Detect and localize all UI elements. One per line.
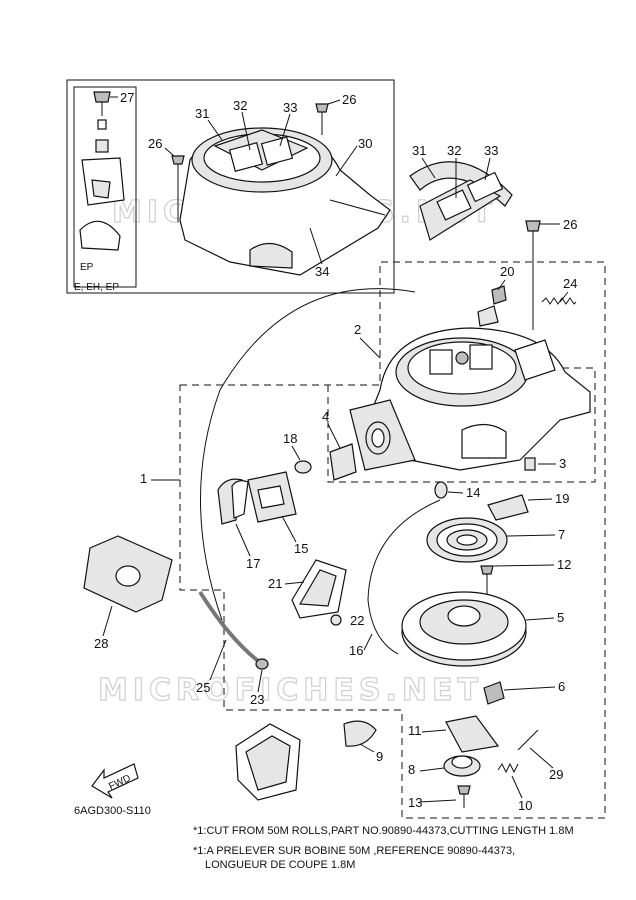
inset-decal-32 xyxy=(228,142,264,172)
spring-24 xyxy=(541,297,577,305)
lever-19 xyxy=(487,494,529,521)
callout-22: 22 xyxy=(350,613,364,628)
main-assembly-boundary xyxy=(179,261,606,819)
callout-7: 7 xyxy=(558,527,565,542)
inset-screw-26-left xyxy=(164,147,185,222)
cable-guide-4 xyxy=(329,421,391,481)
spring-10 xyxy=(497,762,519,774)
callout-33: 33 xyxy=(484,143,498,158)
callout-13: 13 xyxy=(408,795,422,810)
callout-31: 31 xyxy=(412,143,426,158)
drive-plate-9 xyxy=(445,715,500,753)
inset-models: E, EH, EP xyxy=(74,282,119,293)
screw-26 xyxy=(525,220,560,330)
inset-callout-33: 33 xyxy=(283,100,297,115)
callout-14: 14 xyxy=(466,485,480,500)
decal-31 xyxy=(409,161,513,207)
grommet-18 xyxy=(294,460,312,474)
note-english: *1:CUT FROM 50M ROLLS,PART NO.90890-4437… xyxy=(193,825,574,837)
rope-16 xyxy=(367,499,441,655)
inset-grommet xyxy=(95,139,109,153)
starter-rope-1 xyxy=(200,288,416,621)
inset-callout-34: 34 xyxy=(315,264,329,279)
callout-9: 11 xyxy=(408,723,422,738)
decal-33 xyxy=(466,171,504,203)
inset-panel: EP E, EH, EP 27 26 31 32 xyxy=(66,79,395,294)
handle-grip-15 xyxy=(247,471,297,523)
housing-subassembly-boundary xyxy=(327,367,596,483)
callout-20: 20 xyxy=(500,264,514,279)
callout-23: 23 xyxy=(250,692,264,707)
pawl-20 xyxy=(477,285,507,327)
cover-plate-28 xyxy=(83,535,173,613)
inset-bracket-plate xyxy=(91,179,111,199)
callout-32: 32 xyxy=(447,143,461,158)
starter-handle-17 xyxy=(217,478,249,525)
bracket-21 xyxy=(291,559,347,619)
figure-code: 6AGD300-S110 xyxy=(74,805,151,817)
inset-cowl-section xyxy=(79,220,121,251)
callout-3: 3 xyxy=(559,456,566,471)
inset-decal-33 xyxy=(260,136,294,166)
clamp-23 xyxy=(255,658,269,670)
callout-2: 2 xyxy=(354,322,361,337)
callout-25: 25 xyxy=(196,680,210,695)
callout-4: 4 xyxy=(322,409,329,424)
inset-screw-27 xyxy=(93,91,118,116)
decal-32 xyxy=(436,189,472,221)
inset-callout-31: 31 xyxy=(195,106,209,121)
inset-callout-32: 32 xyxy=(233,98,247,113)
callout-29: 9 xyxy=(376,749,383,764)
inset-callout-27: 27 xyxy=(120,90,134,105)
fwd-arrow-icon: FWD xyxy=(91,763,139,799)
callout-28: 28 xyxy=(94,636,108,651)
pin-11 xyxy=(517,729,539,751)
note-french-2: LONGUEUR DE COUPE 1.8M xyxy=(205,859,355,871)
retainer-8 xyxy=(443,755,481,777)
inset-sub-border xyxy=(73,86,137,288)
callout-5: 5 xyxy=(557,610,564,625)
callout-21: 21 xyxy=(268,576,282,591)
cam-29 xyxy=(343,720,377,747)
note-french-1: *1:A PRELEVER SUR BOBINE 50M ,REFERENCE … xyxy=(193,845,515,857)
callout-10: 10 xyxy=(518,798,532,813)
callout-15: 15 xyxy=(294,541,308,556)
inset-callout-26b: 26 xyxy=(342,92,356,107)
callout-1: 1 xyxy=(140,471,147,486)
inset-border xyxy=(66,79,395,294)
callout-26: 26 xyxy=(563,217,577,232)
fitting-14 xyxy=(434,481,448,499)
callout-17: 17 xyxy=(246,556,260,571)
inset-model-tag: EP xyxy=(80,262,94,273)
collar-3 xyxy=(524,457,536,471)
callout-11: 29 xyxy=(549,767,563,782)
bolt-13 xyxy=(457,785,471,808)
callout-19: 19 xyxy=(555,491,569,506)
cable-25 xyxy=(198,590,264,666)
mount-bracket xyxy=(235,723,301,801)
inset-starter-housing xyxy=(179,127,391,276)
callout-12: 12 xyxy=(557,557,571,572)
callout-24: 24 xyxy=(563,276,577,291)
drum-pulley-5 xyxy=(401,591,527,667)
inset-spacer xyxy=(97,119,107,130)
callout-6: 6 xyxy=(558,679,565,694)
inset-screw-26-right xyxy=(315,99,341,135)
inset-callout-30: 30 xyxy=(358,136,372,151)
pawl-6 xyxy=(483,681,505,705)
inset-callout-26a: 26 xyxy=(148,136,162,151)
watermark-bottom: MICROFICHES.NET xyxy=(98,673,483,708)
recoil-spring-7 xyxy=(426,517,508,563)
callout-16: 16 xyxy=(349,643,363,658)
washer-22 xyxy=(330,614,342,626)
callout-8: 8 xyxy=(408,762,415,777)
callout-18: 18 xyxy=(283,431,297,446)
